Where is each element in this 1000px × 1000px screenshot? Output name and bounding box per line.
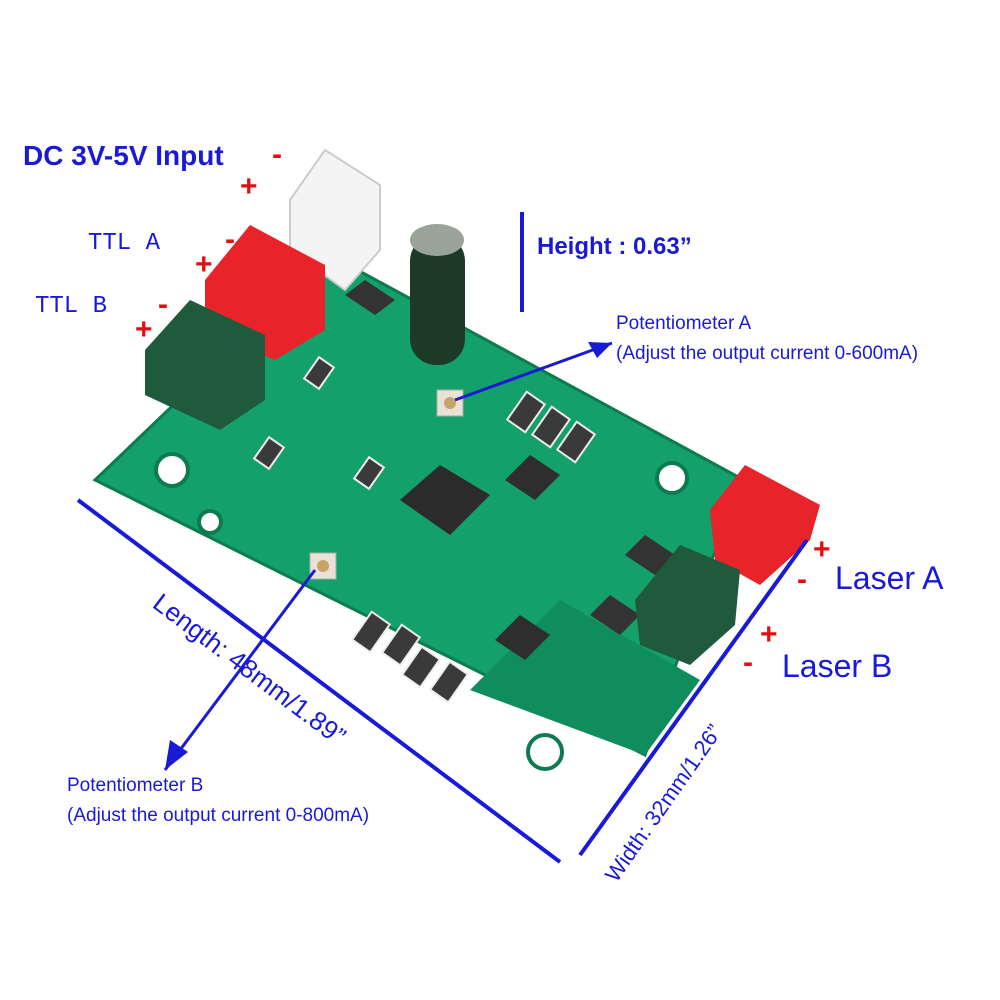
ttl-a-label: TTL A	[88, 230, 161, 257]
mounting-hole	[526, 733, 564, 771]
mosfet	[505, 455, 560, 500]
electrolytic-capacitor	[410, 235, 465, 365]
ttl-a-minus: -	[225, 223, 235, 256]
mounting-hole	[154, 452, 190, 488]
ttl-b-label: TTL B	[35, 293, 108, 320]
mounting-hole	[655, 461, 689, 495]
resistors	[252, 355, 597, 704]
pot-b-title: Potentiometer B	[67, 775, 204, 796]
laser-a-plus: +	[813, 533, 831, 566]
pot-b-description: (Adjust the output current 0-800mA)	[67, 805, 370, 826]
pot-b-arrowhead	[165, 740, 188, 770]
laser-b-connector	[635, 545, 740, 665]
diode	[345, 280, 395, 315]
pot-b-pointer	[163, 569, 317, 771]
length-dimension-line	[76, 498, 562, 864]
pot-a-pointer	[454, 341, 613, 402]
mounting-hole	[197, 509, 223, 535]
input-plus: +	[240, 170, 258, 203]
laser-b-minus: -	[743, 646, 753, 679]
height-label: Height : 0.63”	[537, 233, 692, 260]
diode	[625, 535, 675, 575]
laser-a-label: Laser A	[835, 560, 944, 596]
diode	[590, 595, 640, 635]
ttl-b-plus: +	[135, 313, 153, 346]
laser-b-label: Laser B	[782, 648, 893, 684]
ttl-b-connector	[145, 300, 265, 430]
ttl-a-plus: +	[195, 248, 213, 281]
pot-a-arrowhead	[588, 342, 612, 358]
mosfet	[495, 615, 550, 660]
pot-a-description: (Adjust the output current 0-600mA)	[616, 343, 919, 364]
input-label: DC 3V-5V Input	[23, 140, 224, 171]
laser-a-minus: -	[797, 563, 807, 596]
input-minus: -	[272, 138, 282, 171]
ttl-b-minus: -	[158, 288, 168, 321]
width-dimension-line	[578, 538, 809, 857]
ic-chip	[400, 465, 490, 535]
pot-a-title: Potentiometer A	[616, 313, 752, 334]
laser-a-connector	[710, 465, 820, 585]
laser-b-plus: +	[760, 618, 778, 651]
